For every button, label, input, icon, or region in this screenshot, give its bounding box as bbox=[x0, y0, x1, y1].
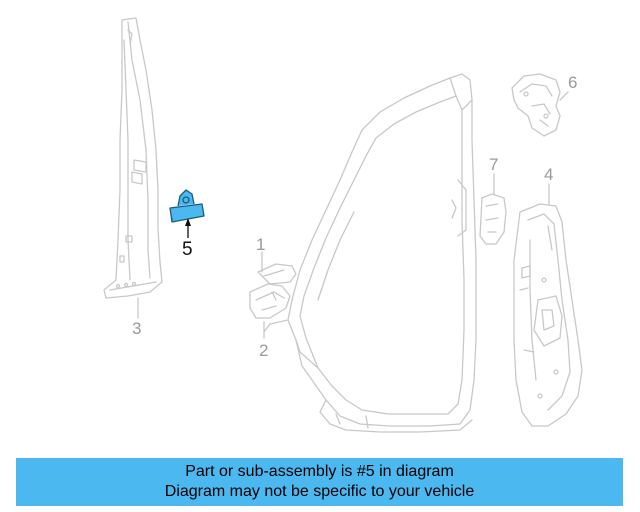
callout-3: 3 bbox=[132, 319, 142, 338]
callout-7: 7 bbox=[489, 155, 499, 174]
banner-line-1: Part or sub-assembly is #5 in diagram bbox=[185, 463, 454, 480]
part-2-bracket[interactable] bbox=[249, 283, 291, 319]
callout-5-arrow bbox=[185, 218, 191, 238]
part-6-bracket[interactable] bbox=[511, 73, 561, 137]
part-5-highlighted[interactable] bbox=[169, 189, 205, 223]
banner-line-2: Diagram may not be specific to your vehi… bbox=[164, 483, 475, 500]
part-1-hinge[interactable] bbox=[257, 263, 297, 285]
info-banner: Part or sub-assembly is #5 in diagram Di… bbox=[16, 458, 623, 506]
part-4-panel[interactable] bbox=[513, 203, 583, 427]
part-7-bracket[interactable] bbox=[479, 193, 507, 245]
part-3-pillar[interactable] bbox=[103, 17, 163, 299]
parts-diagram bbox=[103, 17, 583, 433]
door-frame bbox=[263, 73, 477, 433]
callout-6: 6 bbox=[568, 73, 578, 92]
leader-lines bbox=[137, 91, 569, 339]
callout-2: 2 bbox=[259, 341, 269, 360]
callout-1: 1 bbox=[256, 235, 266, 254]
callout-4: 4 bbox=[544, 165, 554, 184]
callout-5: 5 bbox=[182, 239, 193, 260]
